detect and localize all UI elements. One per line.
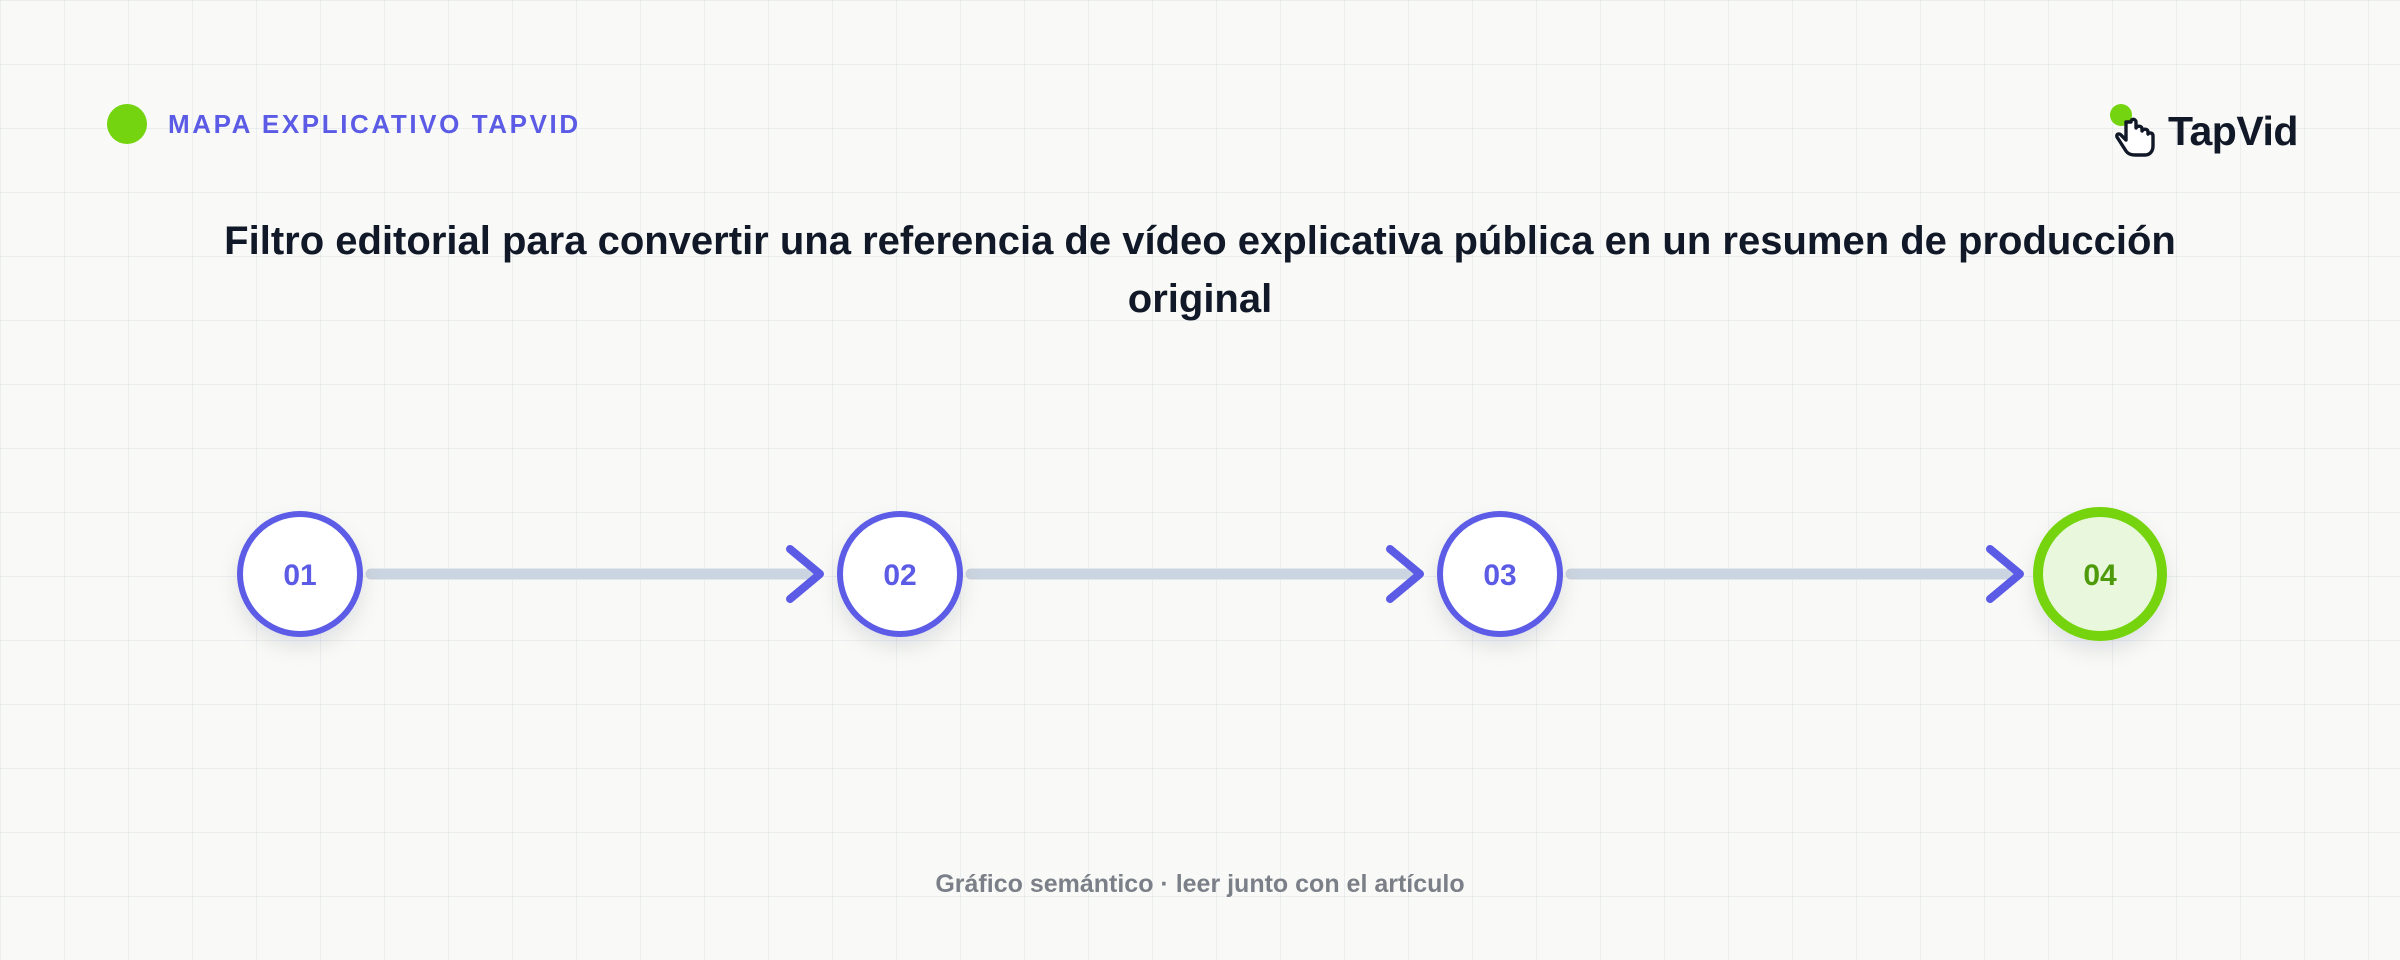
step-circle xyxy=(2033,507,2167,641)
status-dot-icon xyxy=(107,104,147,144)
header-eyebrow: MAPA EXPLICATIVO TAPVID xyxy=(107,104,581,144)
step-label: 04 xyxy=(2083,559,2117,592)
step-circle xyxy=(837,511,963,637)
page-title: Filtro editorial para convertir una refe… xyxy=(224,219,2176,321)
step-node-02: 02 xyxy=(837,511,963,637)
footer-caption: Gráfico semántico · leer junto con el ar… xyxy=(935,870,1465,898)
step-node-04: 04 xyxy=(2033,507,2167,641)
brand-name: TapVid xyxy=(2168,107,2298,154)
step-circle xyxy=(237,511,363,637)
step-circle xyxy=(1437,511,1563,637)
arrow-right-icon xyxy=(786,545,824,603)
step-node-03: 03 xyxy=(1437,511,1563,637)
step-label: 02 xyxy=(883,559,916,592)
brand-logo[interactable]: TapVid xyxy=(2104,100,2298,162)
connector-arrow xyxy=(965,545,1424,603)
connector-arrow xyxy=(365,545,824,603)
eyebrow-label: MAPA EXPLICATIVO TAPVID xyxy=(168,108,581,139)
step-label: 03 xyxy=(1483,559,1516,592)
connector-arrow xyxy=(1565,545,2024,603)
arrow-right-icon xyxy=(1986,545,2024,603)
pointing-hand-icon xyxy=(2110,104,2155,157)
step-node-01: 01 xyxy=(237,511,363,637)
arrow-right-icon xyxy=(1386,545,1424,603)
step-label: 01 xyxy=(283,559,316,592)
